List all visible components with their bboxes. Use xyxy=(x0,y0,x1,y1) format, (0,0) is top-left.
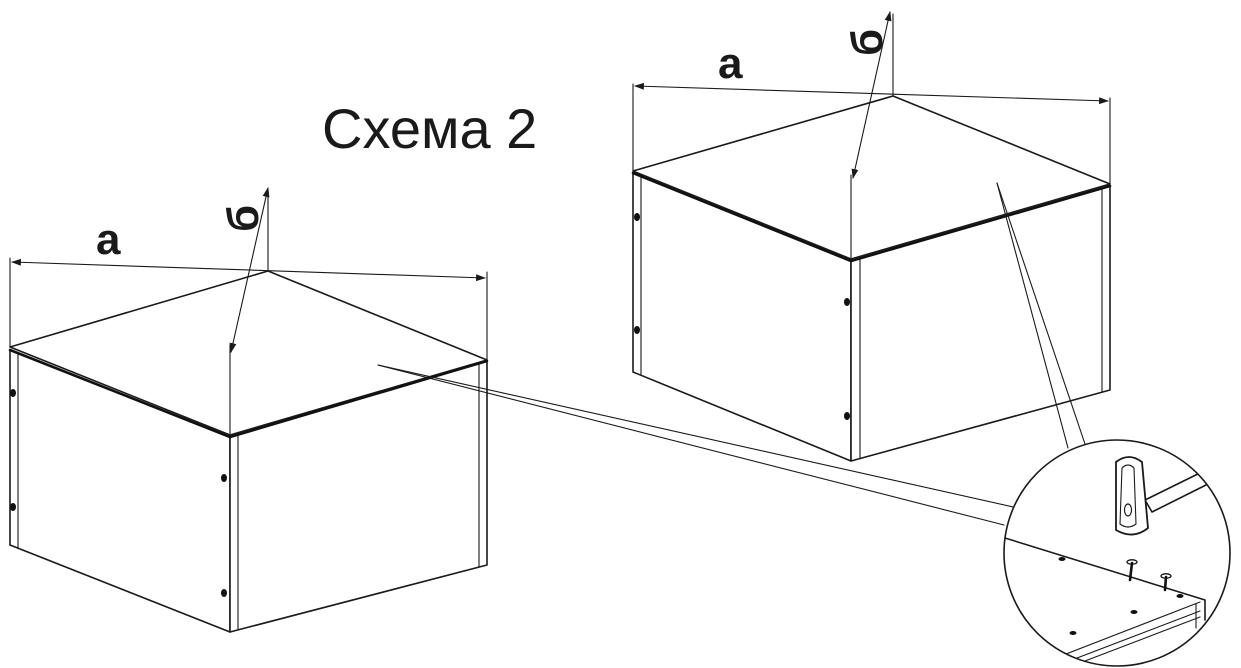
screw-hole xyxy=(844,298,850,306)
screw-hole xyxy=(10,389,16,397)
callout-leaders xyxy=(377,182,1086,526)
screw-hole xyxy=(1130,610,1138,614)
screw-hole xyxy=(10,503,16,511)
diagram-title: Схема 2 xyxy=(322,97,537,160)
screw-hole xyxy=(634,213,640,221)
screw-hole xyxy=(634,326,640,334)
screw-hole xyxy=(1176,594,1184,598)
screw-hole xyxy=(1058,557,1066,561)
box-left: а б xyxy=(8,187,489,633)
depth-label-b: б xyxy=(843,29,892,56)
depth-label-b: б xyxy=(219,205,268,232)
screw-hole xyxy=(844,412,850,420)
dimension-b-right xyxy=(851,11,892,179)
box-right: а б xyxy=(631,11,1112,462)
screw-hole xyxy=(221,474,227,482)
dimension-b-left xyxy=(229,187,270,353)
screw-hole xyxy=(221,589,227,597)
detail-magnifier xyxy=(1003,439,1231,667)
hammer-icon xyxy=(1115,456,1217,536)
width-label-a: а xyxy=(96,215,121,264)
screw-hole xyxy=(1069,631,1077,635)
nail xyxy=(1126,559,1138,582)
nail xyxy=(1160,573,1172,592)
width-label-a: а xyxy=(718,39,743,88)
